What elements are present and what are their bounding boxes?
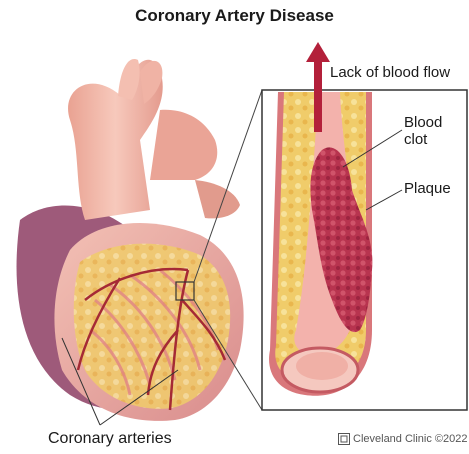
cleveland-clinic-logo-icon — [338, 433, 350, 445]
credit-line: Cleveland Clinic ©2022 — [338, 433, 467, 445]
arrow-shaft — [314, 60, 322, 132]
credit-brand: Cleveland Clinic — [353, 433, 432, 445]
label-blood-clot-line1: Blood — [404, 114, 442, 131]
artery-opening-inner — [296, 352, 348, 380]
label-coronary-arteries: Coronary arteries — [48, 430, 172, 447]
pulmonary-branch — [195, 180, 240, 218]
pulmonary-artery — [150, 110, 217, 180]
label-blood-clot-line2: clot — [404, 131, 442, 148]
label-plaque: Plaque — [404, 180, 451, 197]
arrow-head — [306, 42, 330, 62]
credit-year: ©2022 — [435, 433, 468, 445]
heart — [17, 59, 244, 421]
label-blood-clot: Blood clot — [404, 114, 442, 148]
label-lack-of-blood-flow: Lack of blood flow — [330, 64, 450, 81]
